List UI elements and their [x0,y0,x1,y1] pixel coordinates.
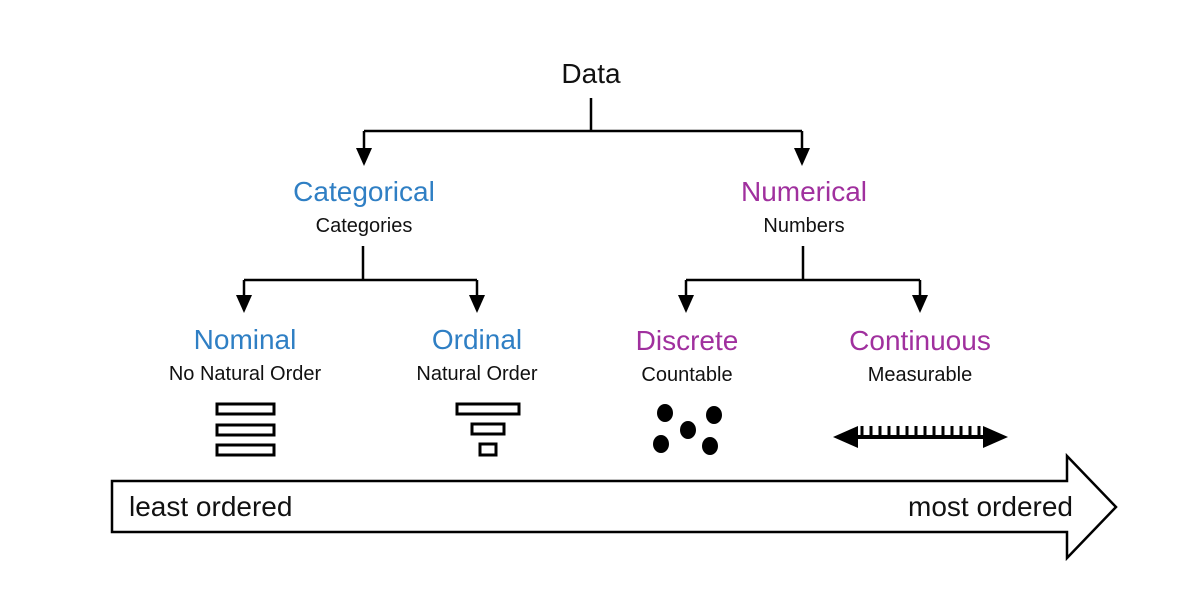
discrete-subtitle: Countable [641,364,733,386]
nominal-title: Nominal [193,324,297,355]
arrow-to-ordinal [469,280,485,313]
arrow-to-continuous [912,280,928,313]
least-ordered-label: least ordered [129,491,293,522]
ordinal-title: Ordinal [431,324,523,355]
arrow-to-discrete [678,280,694,313]
categorical-title: Categorical [293,176,435,207]
root-label: Data [561,58,621,89]
descending-bars-icon [455,402,521,457]
dots-icon [653,404,722,455]
nominal-subtitle: No Natural Order [168,363,322,385]
continuous-title: Continuous [849,325,991,356]
numerical-title: Numerical [740,176,868,207]
root-connector [364,98,802,133]
most-ordered-label: most ordered [908,491,1073,522]
categorical-connector [244,246,477,282]
ordinal-subtitle: Natural Order [416,363,538,385]
categorical-subtitle: Categories [315,215,413,237]
numerical-subtitle: Numbers [763,215,845,237]
discrete-title: Discrete [635,325,739,356]
continuous-subtitle: Measurable [867,364,973,386]
numerical-connector [686,246,920,282]
arrow-to-nominal [236,280,252,313]
arrow-to-categorical [356,131,372,166]
ruler-arrow-icon [833,426,1008,448]
equal-bars-icon [215,402,276,457]
arrow-to-numerical [794,131,810,166]
order-axis-arrow [110,452,1118,562]
